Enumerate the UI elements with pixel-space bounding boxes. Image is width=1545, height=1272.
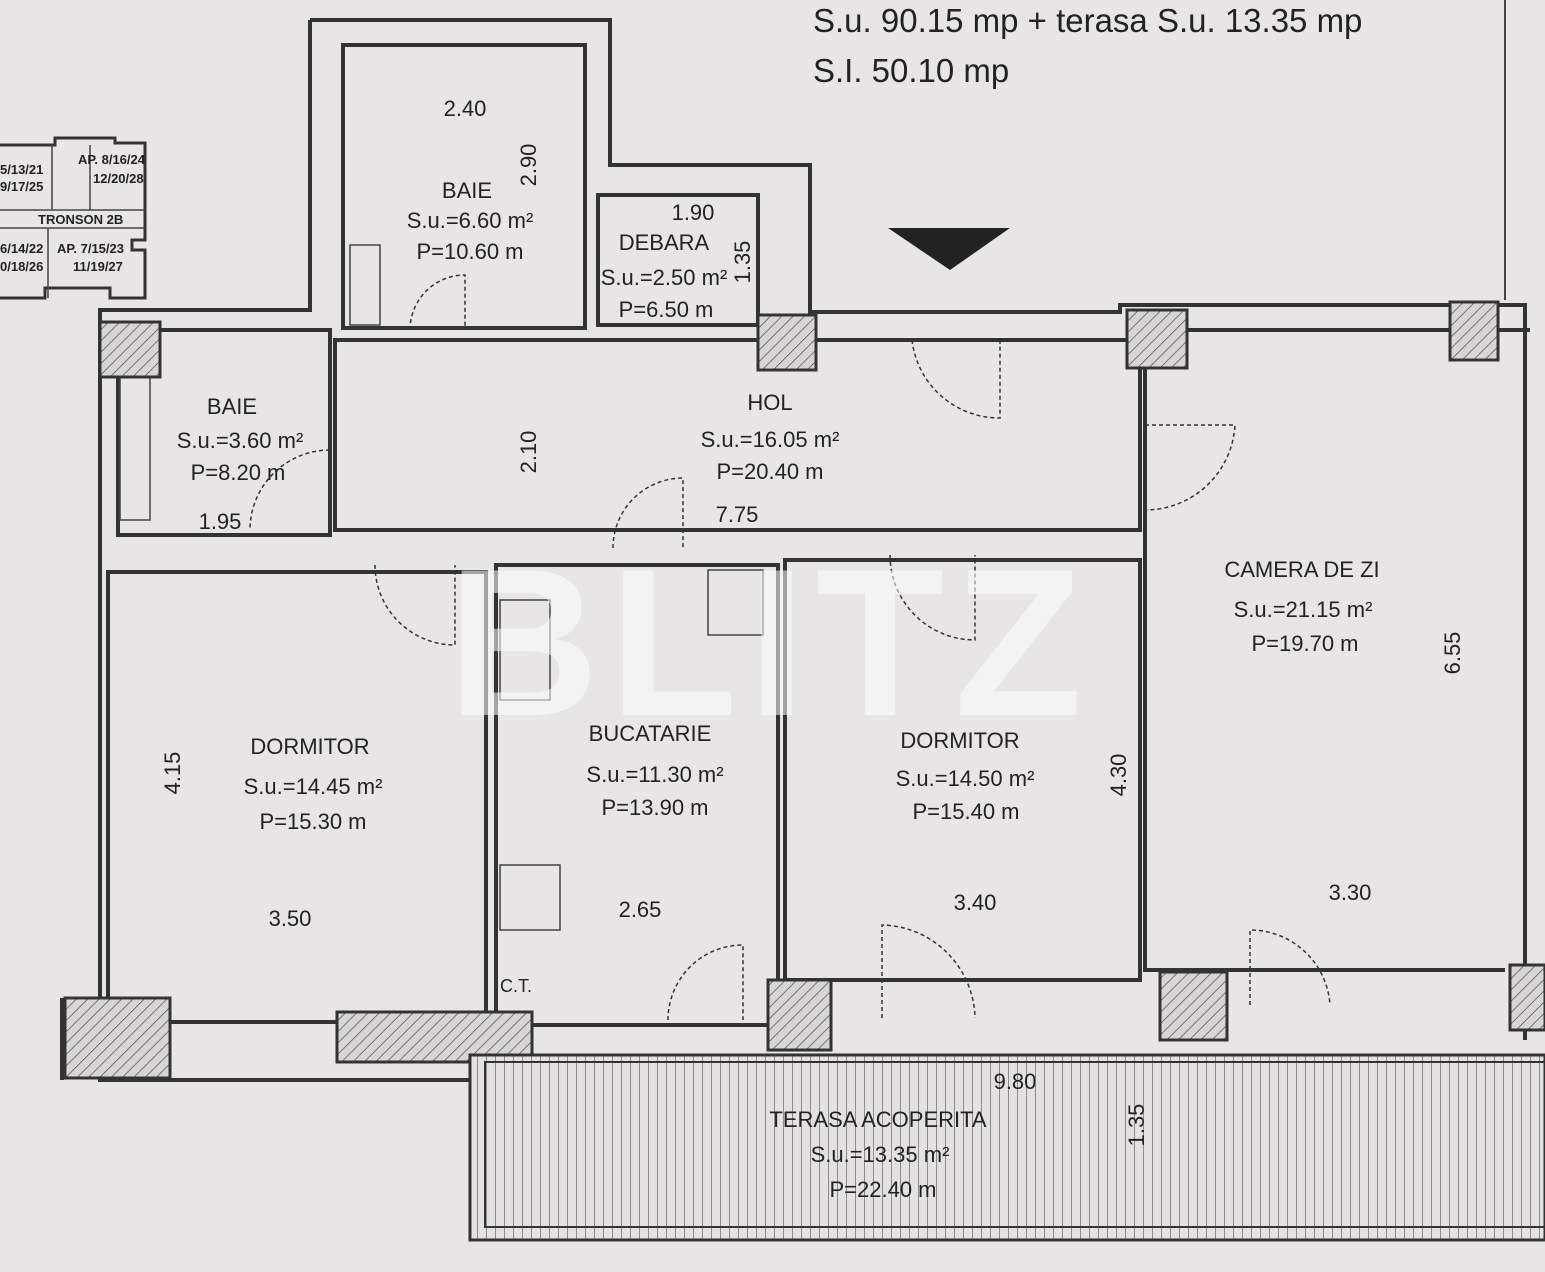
room-area: S.u.=2.50 m² xyxy=(601,265,728,290)
header-total-area: S.u. 90.15 mp + terasa S.u. 13.35 mp xyxy=(813,2,1362,39)
room-area: S.u.=14.45 m² xyxy=(244,774,383,799)
dim-width: 3.50 xyxy=(269,906,312,931)
key-label: AP. 8/16/24 xyxy=(78,152,146,167)
dim-width: 7.75 xyxy=(716,502,759,527)
room-baie-mica: BAIE S.u.=3.60 m² P=8.20 m 1.95 xyxy=(177,394,304,534)
doors xyxy=(249,274,1331,1021)
room-area: S.u.=11.30 m² xyxy=(586,762,723,787)
dim-width: 3.40 xyxy=(954,890,997,915)
dim-height: 2.10 xyxy=(516,431,541,474)
room-debara: 1.90 1.35 DEBARA S.u.=2.50 m² P=6.50 m xyxy=(601,200,755,322)
room-name: DEBARA xyxy=(619,230,710,255)
dim-height: 6.55 xyxy=(1440,632,1465,675)
room-perimeter: P=20.40 m xyxy=(716,459,823,484)
ct-label: C.T. xyxy=(500,976,532,996)
room-area: S.u.=3.60 m² xyxy=(177,428,304,453)
dim-height: 4.30 xyxy=(1106,754,1131,797)
room-name: TERASA ACOPERITA xyxy=(769,1107,987,1132)
key-label: AP. 7/15/23 xyxy=(57,241,124,256)
room-area: S.u.=16.05 m² xyxy=(701,427,840,452)
room-perimeter: P=15.40 m xyxy=(912,799,1019,824)
room-area: S.u.=6.60 m² xyxy=(407,208,534,233)
room-area: S.u.=14.50 m² xyxy=(896,766,1035,791)
dim-width: 3.30 xyxy=(1329,880,1372,905)
room-name: HOL xyxy=(747,390,792,415)
room-perimeter: P=10.60 m xyxy=(416,239,523,264)
entrance-arrow-icon xyxy=(888,228,1010,270)
room-bucatarie: BUCATARIE S.u.=11.30 m² P=13.90 m 2.65 C… xyxy=(500,721,724,996)
dim-height: 1.35 xyxy=(1124,1104,1149,1147)
room-baie-mare: 2.40 2.90 BAIE S.u.=6.60 m² P=10.60 m xyxy=(407,96,541,264)
structural-columns xyxy=(63,300,1545,1080)
room-perimeter: P=19.70 m xyxy=(1251,631,1358,656)
key-plan: 5/13/21 9/17/25 AP. 8/16/24 12/20/28 TRO… xyxy=(0,136,147,300)
dim-width: 2.40 xyxy=(444,96,487,121)
key-label: 11/19/27 xyxy=(73,259,123,274)
dim-width: 9.80 xyxy=(994,1069,1037,1094)
key-label: 9/17/25 xyxy=(0,179,43,194)
dim-height: 4.15 xyxy=(160,752,185,795)
room-name: BUCATARIE xyxy=(589,721,712,746)
dim-width: 1.95 xyxy=(199,509,242,534)
room-hol: HOL S.u.=16.05 m² P=20.40 m 2.10 7.75 xyxy=(516,390,839,527)
key-label: TRONSON 2B xyxy=(38,212,123,227)
room-name: CAMERA DE ZI xyxy=(1224,557,1379,582)
room-perimeter: P=6.50 m xyxy=(619,297,714,322)
room-name: DORMITOR xyxy=(900,728,1019,753)
dim-height: 2.90 xyxy=(516,144,541,187)
room-name: BAIE xyxy=(442,178,492,203)
room-perimeter: P=8.20 m xyxy=(191,460,286,485)
room-area: S.u.=13.35 m² xyxy=(811,1142,950,1167)
header-built-area: S.I. 50.10 mp xyxy=(813,52,1009,89)
watermark: BLITZ xyxy=(448,525,1093,760)
room-name: DORMITOR xyxy=(250,734,369,759)
room-perimeter: P=22.40 m xyxy=(829,1177,936,1202)
key-label: 5/13/21 xyxy=(0,162,43,177)
room-dormitor-1: DORMITOR S.u.=14.45 m² P=15.30 m 4.15 3.… xyxy=(160,734,382,931)
key-label: 0/18/26 xyxy=(0,259,43,274)
room-perimeter: P=15.30 m xyxy=(259,809,366,834)
room-camera-de-zi: CAMERA DE ZI S.u.=21.15 m² P=19.70 m 6.5… xyxy=(1224,557,1465,905)
room-name: BAIE xyxy=(207,394,257,419)
terrace-area xyxy=(468,1053,1545,1242)
walls xyxy=(60,18,1530,1082)
room-area: S.u.=21.15 m² xyxy=(1234,597,1373,622)
room-perimeter: P=13.90 m xyxy=(601,795,708,820)
room-dormitor-2: DORMITOR S.u.=14.50 m² P=15.40 m 4.30 3.… xyxy=(896,728,1131,915)
key-label: 6/14/22 xyxy=(0,241,43,256)
dim-width: 1.90 xyxy=(672,200,715,225)
dim-width: 2.65 xyxy=(619,897,662,922)
room-terasa: 9.80 TERASA ACOPERITA S.u.=13.35 m² P=22… xyxy=(769,1069,1149,1202)
key-label: 12/20/28 xyxy=(93,171,144,186)
dim-height: 1.35 xyxy=(730,241,755,284)
